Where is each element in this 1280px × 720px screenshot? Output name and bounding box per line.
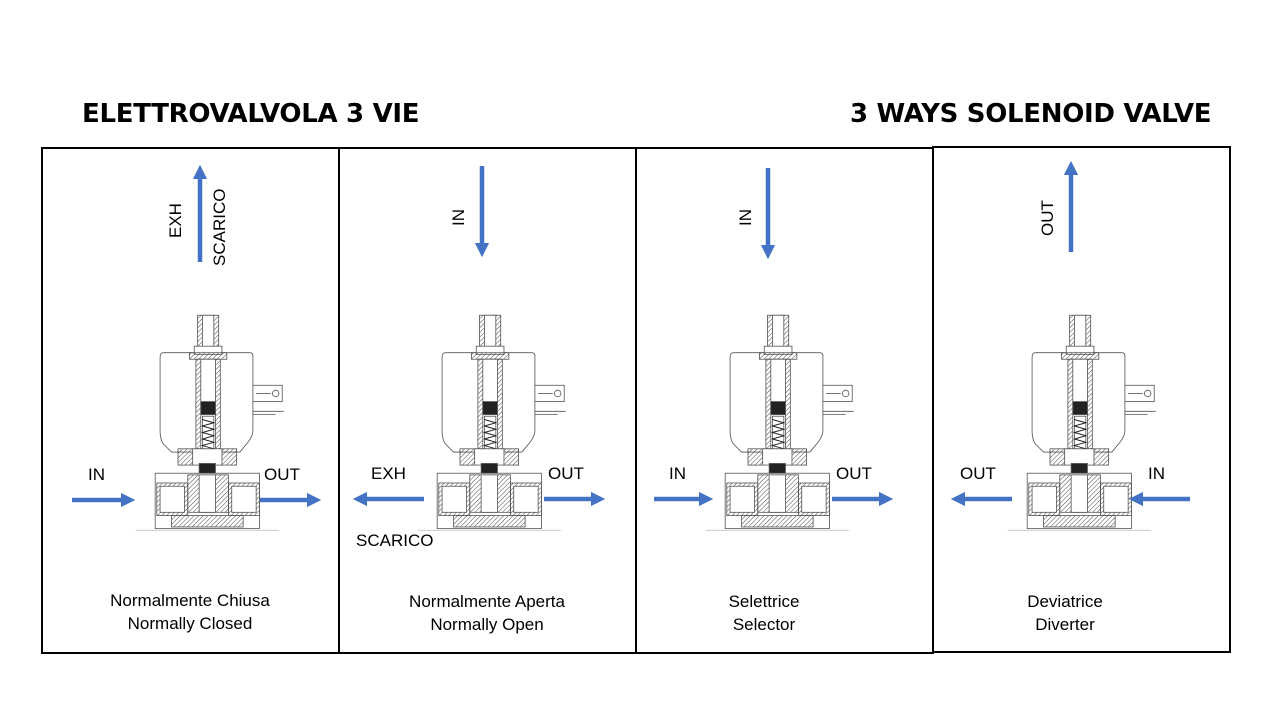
caption-it-1: Normalmente Chiusa xyxy=(110,591,270,610)
caption-en-1: Normally Closed xyxy=(127,614,253,633)
title-left: ELETTROVALVOLA 3 VIE xyxy=(82,99,420,129)
caption-en-2: Normally Open xyxy=(430,615,544,634)
title-right: 3 WAYS SOLENOID VALVE xyxy=(850,99,1212,129)
label-out-1: OUT xyxy=(264,465,300,484)
caption-en-4: Diverter xyxy=(1035,615,1095,634)
caption-it-4: Deviatrice xyxy=(1027,592,1103,611)
caption-4: Deviatrice Diverter xyxy=(917,590,1213,636)
caption-2: Normalmente Aperta Normally Open xyxy=(339,590,635,636)
label-scarico-1: SCARICO xyxy=(210,188,229,266)
caption-en-3: Selector xyxy=(732,615,796,634)
label-out-2: OUT xyxy=(548,464,584,483)
label-in-1: IN xyxy=(88,465,105,484)
caption-it-3: Selettrice xyxy=(728,592,800,611)
caption-1: Normalmente Chiusa Normally Closed xyxy=(42,589,338,635)
caption-3: Selettrice Selector xyxy=(616,590,912,636)
caption-it-2: Normalmente Aperta xyxy=(409,592,565,611)
label-in-left-3: IN xyxy=(669,464,686,483)
label-in-3: IN xyxy=(736,209,755,226)
label-out-3: OUT xyxy=(836,464,872,483)
label-exh-1: EXH xyxy=(166,203,185,238)
label-out-top-4: OUT xyxy=(1038,200,1057,236)
label-exh-2: EXH xyxy=(371,464,406,483)
panel-normally-closed xyxy=(41,147,340,654)
label-in-2: IN xyxy=(449,209,468,226)
label-scarico-2: SCARICO xyxy=(356,531,434,550)
label-out-left-4: OUT xyxy=(960,464,996,483)
label-in-right-4: IN xyxy=(1148,464,1165,483)
